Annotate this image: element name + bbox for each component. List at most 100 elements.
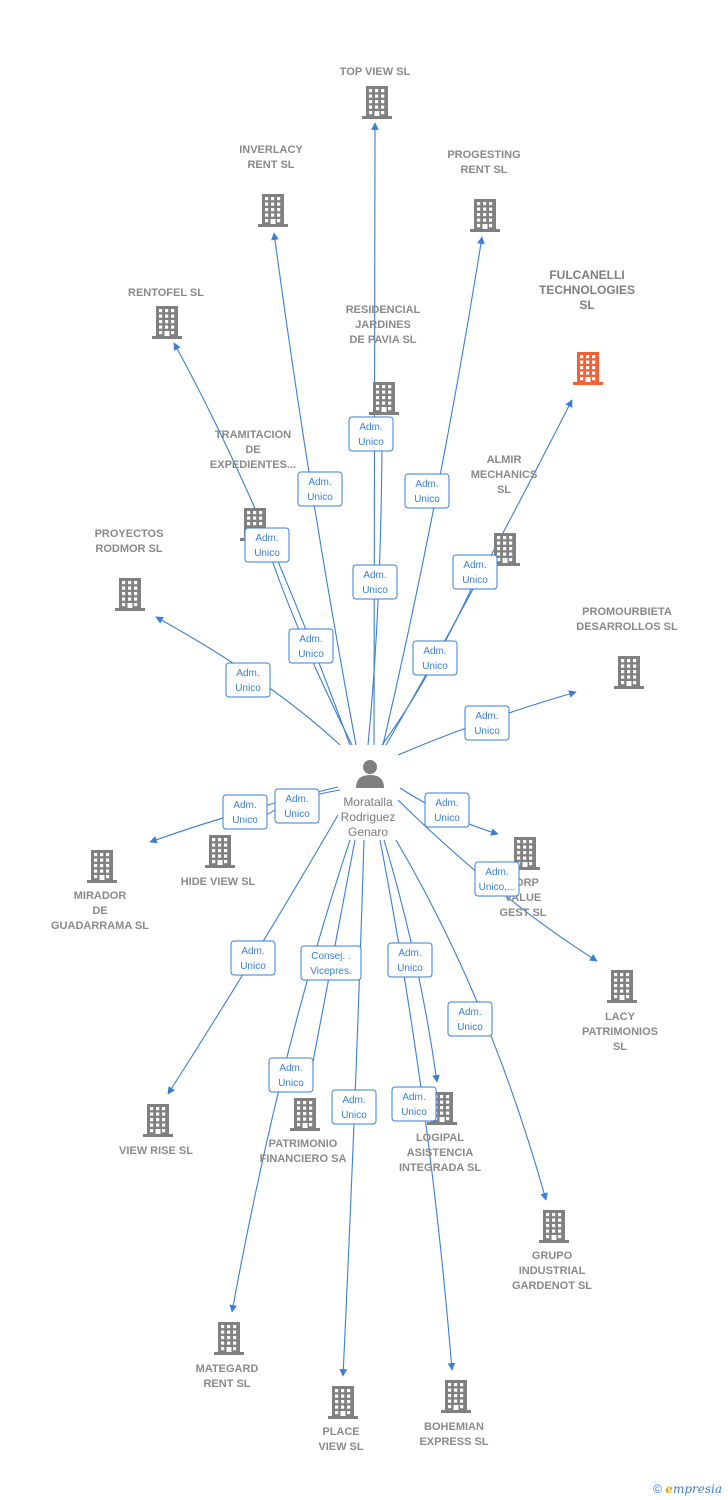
building-icon[interactable] bbox=[362, 86, 392, 119]
relation-label-progesting[interactable]: Adm.Unico bbox=[404, 473, 450, 509]
relation-label-corp-value[interactable]: Adm. Unico bbox=[424, 792, 470, 828]
relation-label-residencial[interactable]: Adm.Unico bbox=[352, 564, 398, 600]
relation-label-fulcanelli[interactable]: Adm. Unico bbox=[452, 554, 498, 590]
relation-label-line: Adm. bbox=[342, 1095, 365, 1106]
company-node-tramitacion[interactable]: TRAMITACIONDEEXPEDIENTES... bbox=[210, 429, 296, 541]
relation-label-line: Unico bbox=[284, 809, 310, 820]
relation-label-view-rise[interactable]: Adm.Unico bbox=[230, 940, 276, 976]
building-icon[interactable] bbox=[328, 1386, 358, 1419]
building-icon[interactable] bbox=[290, 1098, 320, 1131]
relation-label-line: Unico bbox=[462, 575, 488, 586]
company-label-line: BOHEMIAN bbox=[424, 1421, 484, 1433]
building-icon[interactable] bbox=[510, 837, 540, 870]
relation-label-line: Unico bbox=[307, 492, 333, 503]
company-node-view-rise[interactable]: VIEW RISE SL bbox=[119, 1104, 193, 1157]
company-label-line: GRUPO bbox=[532, 1250, 573, 1262]
relation-label-top-view[interactable]: Adm.Unico bbox=[348, 416, 394, 452]
relation-label-tramitacion[interactable]: Adm.Unico bbox=[288, 628, 334, 664]
relation-label-place-view[interactable]: Adm.Unico bbox=[331, 1089, 377, 1125]
relation-label-line: Adm. bbox=[279, 1063, 302, 1074]
relation-label-line: Adm. bbox=[435, 798, 458, 809]
relation-label-gardenot[interactable]: Adm.Unico bbox=[447, 1001, 493, 1037]
relation-label-bohemian[interactable]: Adm.Unico bbox=[391, 1086, 437, 1122]
relation-label-hide-view[interactable]: Adm. Unico bbox=[274, 788, 320, 824]
company-label-line: EXPEDIENTES... bbox=[210, 459, 296, 471]
building-icon[interactable] bbox=[490, 533, 520, 566]
relation-label-line: Consej. . bbox=[311, 951, 350, 962]
building-icon[interactable] bbox=[614, 656, 644, 689]
company-label-line: DESARROLLOS SL bbox=[576, 621, 678, 633]
relation-label-line: Adm. bbox=[463, 560, 486, 571]
relation-label-lacy[interactable]: Adm. Unico,... bbox=[474, 861, 520, 897]
company-label-line: PATRIMONIO bbox=[269, 1138, 338, 1150]
relation-label-almir[interactable]: Adm.Unico bbox=[412, 640, 458, 676]
company-label-line: SL bbox=[579, 298, 594, 312]
building-icon[interactable] bbox=[205, 835, 235, 868]
relation-label-mirador[interactable]: Adm.Unico bbox=[222, 794, 268, 830]
company-label-line: VIEW RISE SL bbox=[119, 1145, 193, 1157]
relation-label-rentofel[interactable]: Adm.Unico bbox=[244, 527, 290, 563]
relation-label-line: Unico bbox=[298, 649, 324, 660]
relation-label-mategard[interactable]: Adm. Unico bbox=[268, 1057, 314, 1093]
relation-label-line: Adm. bbox=[359, 422, 382, 433]
company-label-line: TECHNOLOGIES bbox=[539, 283, 635, 297]
building-icon[interactable] bbox=[143, 1104, 173, 1137]
relation-label-line: Unico bbox=[278, 1078, 304, 1089]
relation-label-line: Unico bbox=[422, 661, 448, 672]
building-icon[interactable] bbox=[369, 382, 399, 415]
relation-label-line: Unico,... bbox=[479, 882, 516, 893]
brand-logo: empresia bbox=[665, 1482, 722, 1496]
relation-label-proyectos[interactable]: Adm.Unico bbox=[225, 662, 271, 698]
company-label-line: PATRIMONIOS bbox=[582, 1026, 658, 1038]
relation-label-promourbieta[interactable]: Adm.Unico bbox=[464, 705, 510, 741]
company-label-line: GEST SL bbox=[499, 907, 546, 919]
relation-label-line: Adm. bbox=[485, 867, 508, 878]
building-icon[interactable] bbox=[607, 970, 637, 1003]
relation-label-line: Adm. bbox=[475, 711, 498, 722]
building-icon[interactable] bbox=[214, 1322, 244, 1355]
relation-label-line: Adm. bbox=[415, 479, 438, 490]
relation-label-inverlacy[interactable]: Adm.Unico bbox=[297, 471, 343, 507]
company-node-rentofel[interactable]: RENTOFEL SL bbox=[128, 287, 204, 339]
company-label-line: PLACE bbox=[322, 1426, 359, 1438]
building-icon[interactable] bbox=[470, 199, 500, 232]
company-node-top-view[interactable]: TOP VIEW SL bbox=[340, 66, 411, 119]
building-icon[interactable] bbox=[573, 352, 603, 385]
company-label-line: GUADARRAMA SL bbox=[51, 920, 149, 932]
building-icon[interactable] bbox=[152, 306, 182, 339]
building-icon[interactable] bbox=[539, 1210, 569, 1243]
relation-label-line: Unico bbox=[240, 961, 266, 972]
relation-label-patrimonio[interactable]: Consej. .Vicepres. bbox=[300, 945, 362, 981]
relation-label-logipal[interactable]: Adm.Unico bbox=[387, 942, 433, 978]
relation-label-line: Adm. bbox=[363, 570, 386, 581]
relation-label-line: Adm. bbox=[285, 794, 308, 805]
company-node-hide-view[interactable]: HIDE VIEW SL bbox=[181, 835, 256, 888]
relation-label-line: Unico bbox=[434, 813, 460, 824]
relation-labels-layer: Adm.UnicoAdm.UnicoAdm.UnicoAdm.UnicoAdm.… bbox=[222, 416, 520, 1125]
company-label-line: DE bbox=[92, 905, 107, 917]
company-label-line: RODMOR SL bbox=[95, 543, 163, 555]
person-icon[interactable] bbox=[356, 760, 384, 788]
footer-brand[interactable]: © empresia bbox=[653, 1482, 722, 1496]
building-icon[interactable] bbox=[115, 578, 145, 611]
building-icon[interactable] bbox=[441, 1380, 471, 1413]
company-label-line: SL bbox=[613, 1041, 627, 1053]
building-icon[interactable] bbox=[258, 194, 288, 227]
building-icon[interactable] bbox=[87, 850, 117, 883]
